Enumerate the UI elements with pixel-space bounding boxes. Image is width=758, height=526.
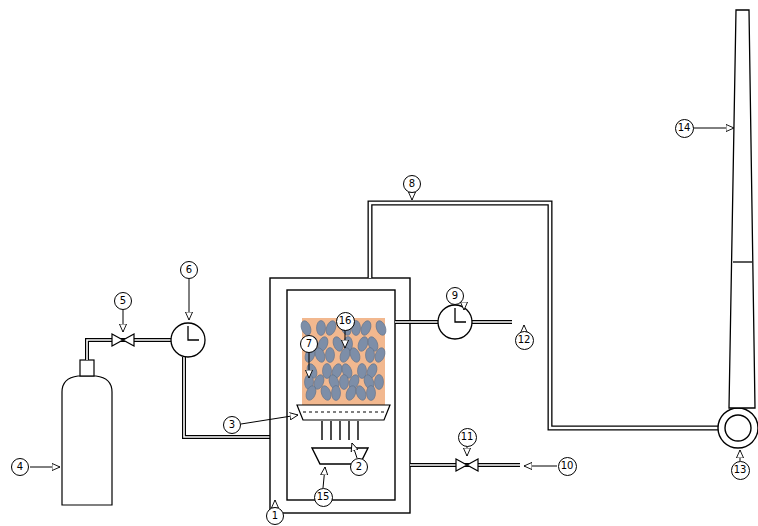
callout-number: 6 [180, 261, 198, 279]
callout-text: 14 [678, 123, 691, 133]
callout-number: 5 [114, 292, 132, 310]
particle [375, 375, 384, 390]
particle [326, 348, 335, 363]
chimney [729, 10, 755, 408]
callout-text: 16 [339, 316, 352, 326]
particle [344, 384, 358, 401]
callout-number: 7 [300, 335, 318, 353]
bed-particles [299, 318, 388, 410]
callout-text: 3 [229, 420, 235, 430]
callout-text: 12 [518, 335, 531, 345]
particle [304, 384, 318, 401]
particle [299, 319, 313, 336]
callout-text: 2 [356, 462, 362, 472]
callout-text: 1 [272, 511, 278, 521]
valve-symbol [112, 334, 134, 346]
callout-number: 3 [223, 416, 241, 434]
callout-text: 15 [317, 492, 330, 502]
callout-text: 13 [734, 465, 747, 475]
callout-text: 9 [452, 291, 458, 301]
particle [367, 386, 376, 401]
callout-number: 8 [403, 175, 421, 193]
particle [340, 375, 349, 390]
callout-number: 4 [11, 458, 29, 476]
particle [338, 346, 352, 363]
distributor-plate [297, 405, 390, 420]
leader-arrows [30, 128, 740, 509]
callout-text: 7 [306, 339, 312, 349]
callout-text: 5 [120, 296, 126, 306]
callout-number: 12 [515, 331, 534, 350]
sampling-line [395, 305, 512, 339]
callout-number: 10 [558, 457, 577, 476]
flowmeter-symbol [171, 323, 205, 357]
callout-text: 8 [409, 179, 415, 189]
gas-cylinder [62, 360, 112, 505]
callout-text: 11 [461, 432, 474, 442]
callout-number: 1 [266, 507, 284, 525]
callout-number: 15 [314, 488, 333, 507]
particle [373, 346, 387, 363]
outlet-line [410, 459, 520, 471]
callout-number: 16 [336, 312, 355, 331]
callout-number: 14 [675, 119, 694, 138]
callout-number: 13 [731, 461, 750, 480]
callout-number: 9 [446, 287, 464, 305]
particle [366, 348, 375, 363]
particle [317, 321, 326, 336]
callout-text: 10 [561, 461, 574, 471]
fan-symbol [718, 408, 758, 448]
furnace [270, 278, 410, 513]
exhaust-pipe [370, 203, 718, 428]
callout-number: 2 [350, 458, 368, 476]
particle [319, 384, 333, 401]
callout-text: 4 [17, 462, 23, 472]
particle [354, 384, 368, 401]
callout-text: 6 [186, 265, 192, 275]
particle [332, 386, 341, 401]
callout-number: 11 [458, 428, 477, 447]
particle [374, 319, 388, 336]
particle [359, 319, 373, 336]
particle [348, 346, 362, 363]
